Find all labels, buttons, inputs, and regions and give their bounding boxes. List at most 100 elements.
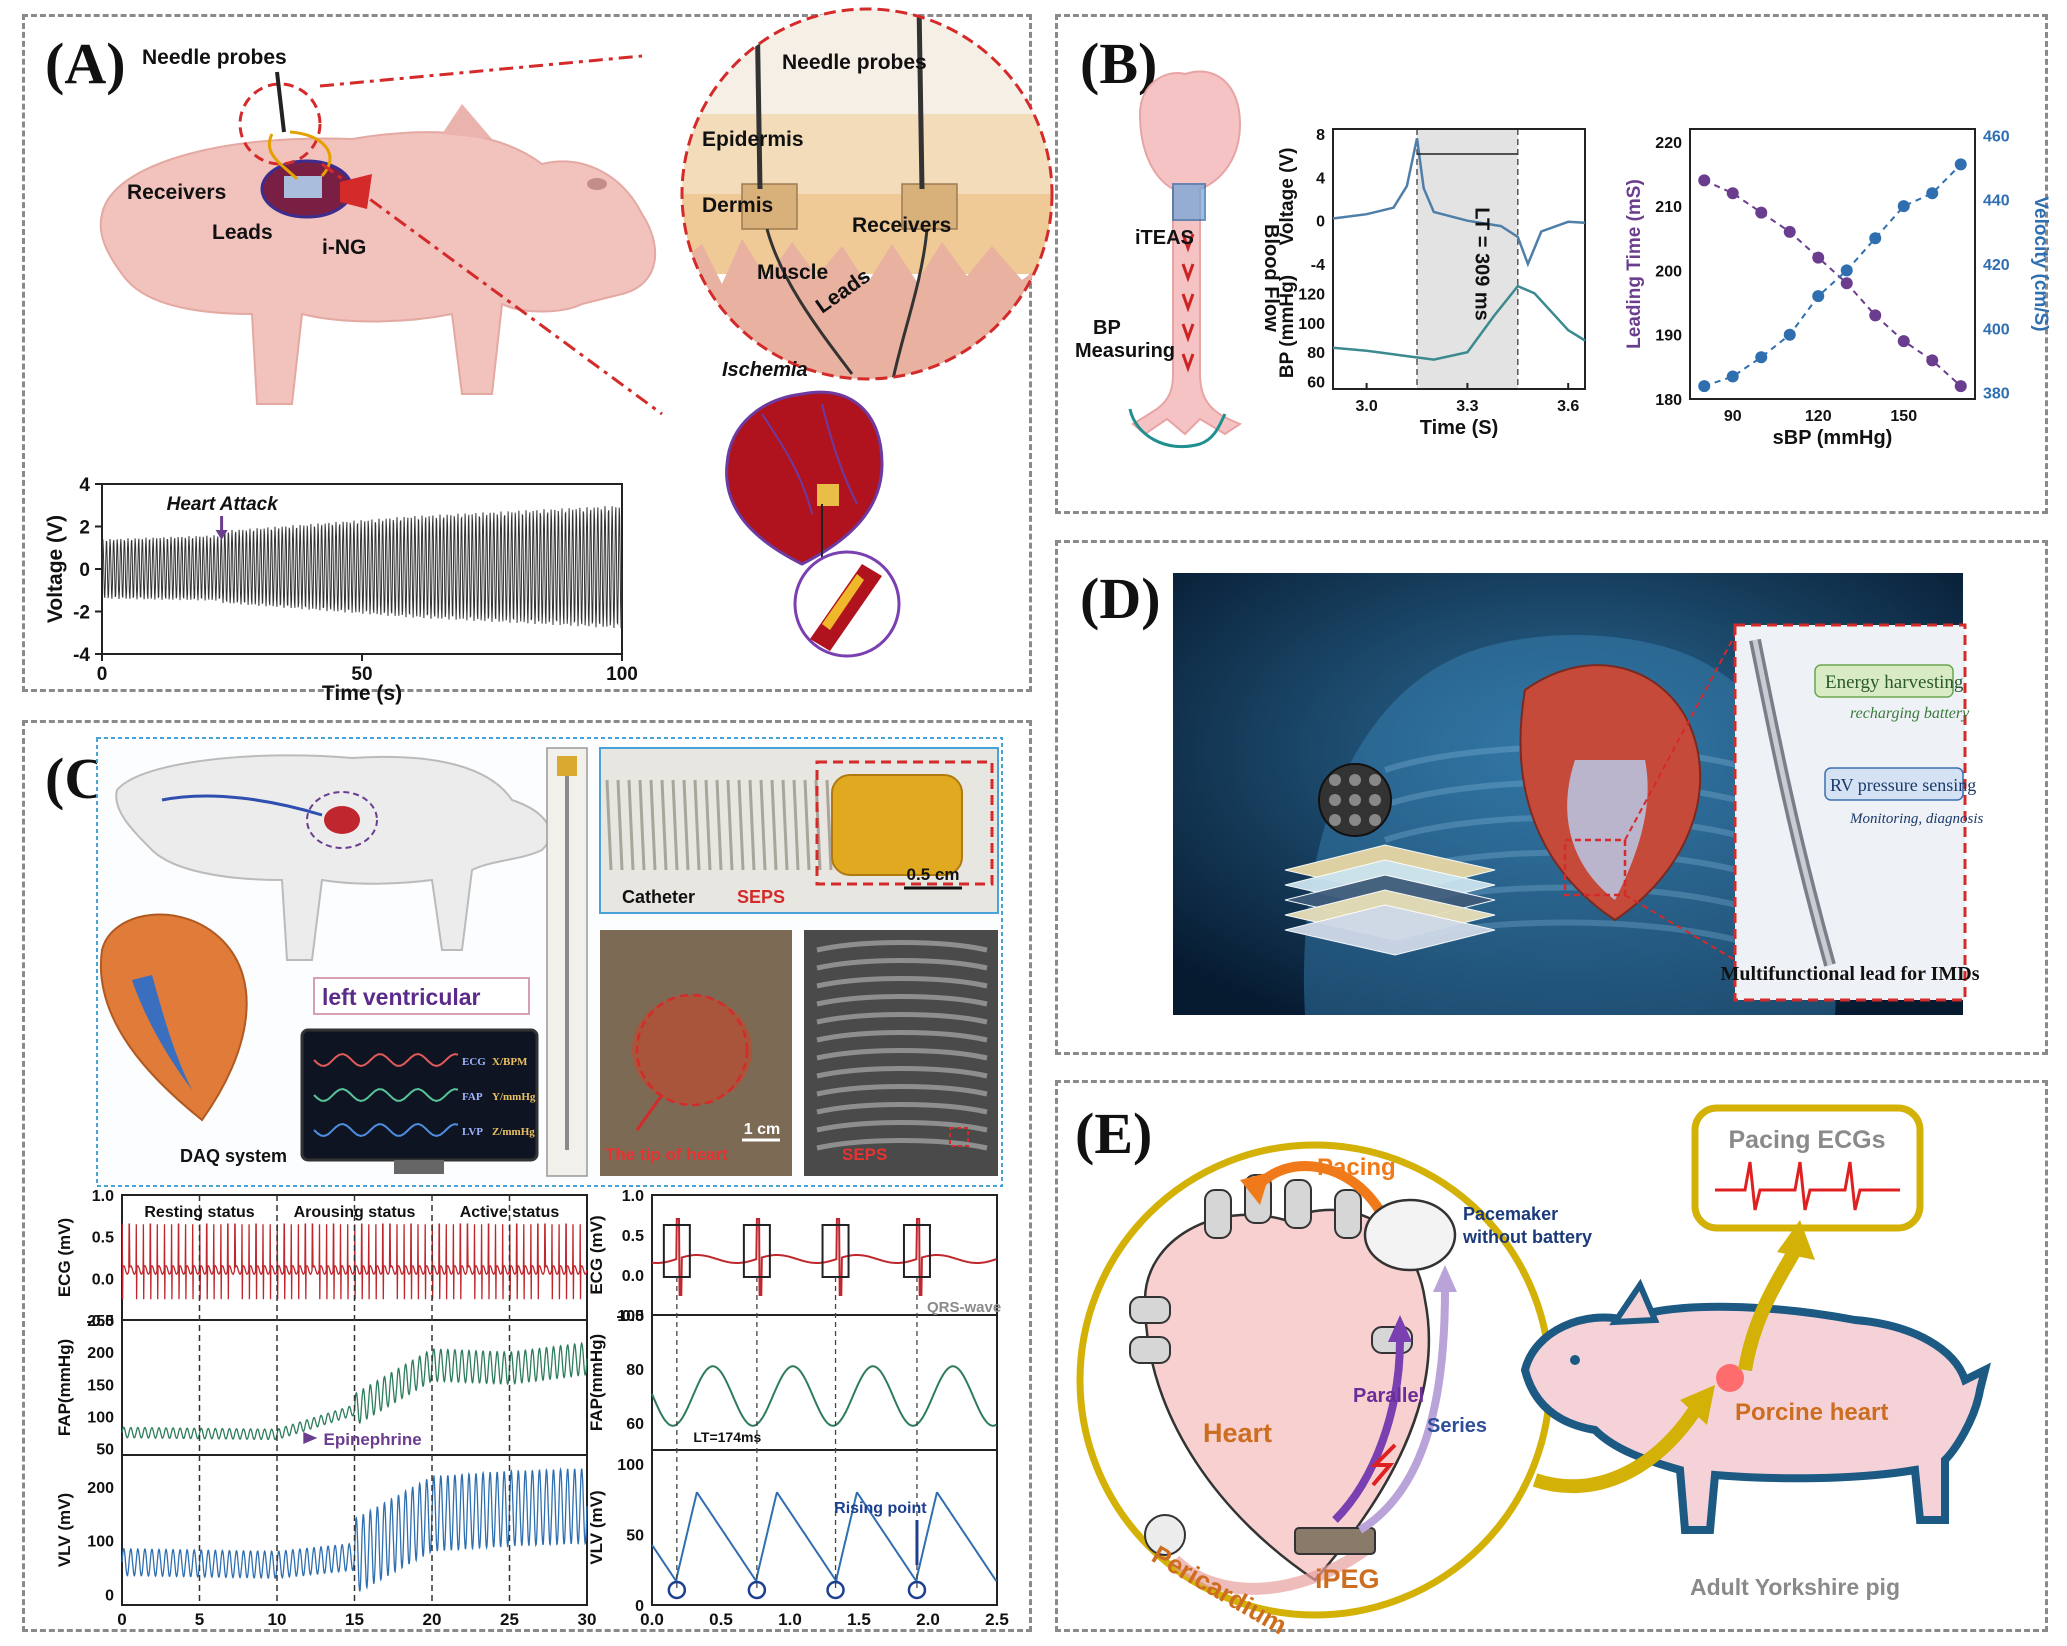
- plaque-deposit: [822, 574, 864, 630]
- epinephrine-arrow: [303, 1432, 318, 1444]
- e-series-arrowhead: [1433, 1265, 1457, 1292]
- chart-c-right-ytick-label: -0.5: [616, 1308, 644, 1325]
- chart-c-right-ytick-label: 0: [635, 1598, 644, 1615]
- status-active: Active status: [460, 1204, 560, 1221]
- e-heart-side-vessel: [1129, 1296, 1171, 1324]
- pig-ear: [442, 104, 492, 139]
- zoom-circle-border: [680, 7, 1054, 381]
- lt-ytick-label: 190: [1655, 328, 1682, 345]
- zoom-label-receivers: Receivers: [852, 214, 951, 237]
- aorta-schematic: [1131, 70, 1243, 436]
- chart-c-right-ylabel: ECG (mV): [587, 1215, 606, 1294]
- receiver-right: [901, 183, 958, 230]
- xray-rib: [816, 1048, 988, 1061]
- receiver-left: [741, 183, 798, 230]
- velocity-line: [1703, 163, 1962, 388]
- d-monitoring-label: Monitoring, diagnosis: [1849, 811, 1984, 827]
- chart-c-right-trace: [651, 1491, 998, 1585]
- velocity-point: [1755, 351, 1768, 364]
- coil-ring: [605, 779, 613, 871]
- d-pore: [1369, 774, 1381, 786]
- plaque-artery: [810, 564, 882, 651]
- leading-time-point: [1897, 335, 1910, 348]
- b-xtick-label: 3.3: [1456, 398, 1478, 415]
- left-ventricular-box: [313, 977, 530, 1015]
- chart-c-right-trace: [651, 1218, 997, 1296]
- seps-label: SEPS: [737, 887, 785, 907]
- d-energy-box: [1814, 664, 1954, 698]
- e-heart-side-vessel: [1129, 1336, 1171, 1364]
- label-bp-measuring-2: Measuring: [1075, 340, 1175, 362]
- monitor-wave: [313, 1122, 459, 1138]
- ischemia-vessels: [761, 403, 858, 515]
- xray-rib: [816, 1120, 988, 1133]
- surgery-heart: [632, 995, 752, 1105]
- i-ng-device: [284, 176, 322, 198]
- leading-time-point: [1726, 187, 1739, 200]
- chart-c-right-ytick-label: 100: [617, 1308, 644, 1325]
- flow-arrow: [1181, 233, 1195, 253]
- chart-a-ytick-label: -2: [73, 603, 90, 624]
- heart-highlight-circle: [306, 791, 378, 849]
- chart-c-left-ylabel: VLV (mV): [55, 1493, 74, 1567]
- lt-shaded-region: [1417, 129, 1518, 389]
- label-needle-probes: Needle probes: [142, 46, 287, 69]
- xray-rib: [816, 1012, 988, 1025]
- xray-rib: [816, 1102, 988, 1115]
- voltage-trace: [1332, 138, 1586, 268]
- chart-c-right-ytick-label: 60: [626, 1416, 644, 1433]
- chart-c-left-ytick-label: 0.0: [92, 1271, 114, 1288]
- scale-label-2: 1 cm: [744, 1121, 780, 1138]
- coil-ring: [627, 779, 635, 871]
- chart-c-right-xtick-label: 1.5: [847, 1610, 871, 1629]
- d-pore: [1349, 794, 1361, 806]
- epinephrine-label: Epinephrine: [324, 1430, 422, 1449]
- chart-c-right-xtick-label: 0.0: [640, 1610, 664, 1629]
- chart-c-left-xtick-label: 15: [345, 1610, 364, 1629]
- chart-a-xtick-label: 100: [606, 664, 638, 685]
- coil-ring: [704, 779, 712, 871]
- leads-inner: [765, 228, 929, 379]
- xray-seps-box: [949, 1127, 969, 1147]
- velocity-ytick-label: 440: [1983, 193, 2010, 210]
- pig-silhouette: [99, 131, 656, 405]
- qrs-label: QRS-wave: [927, 1299, 1001, 1316]
- coil-ring: [649, 779, 657, 871]
- monitor-wave: [313, 1052, 459, 1068]
- chart-c-left-xtick-label: 0: [117, 1610, 126, 1629]
- leading-time-point: [1755, 206, 1768, 219]
- e-pig-ear: [1609, 1278, 1660, 1326]
- xray-rib: [816, 1030, 988, 1043]
- lt-xlabel: sBP (mmHg): [1773, 427, 1893, 449]
- coil-ring: [693, 779, 701, 871]
- e-parallel-arrow: [1332, 1339, 1404, 1523]
- leading-time-point: [1812, 251, 1825, 264]
- e-heart-label: Heart: [1203, 1418, 1272, 1448]
- zoom-label-muscle: Muscle: [757, 261, 828, 284]
- leading-time-point: [1954, 380, 1967, 393]
- pig-heart: [324, 806, 360, 834]
- leads-wire: [267, 130, 332, 181]
- needle-left: [754, 9, 763, 190]
- rising-point-label: Rising point: [834, 1500, 927, 1517]
- pig-eye: [587, 178, 607, 190]
- d-zoom-line-top: [1624, 634, 1736, 841]
- leading-time-point: [1698, 174, 1711, 187]
- chart-c-right-xtick-label: 0.5: [709, 1610, 733, 1629]
- chart-a-ytick-label: 0: [79, 560, 90, 581]
- xray-rib: [816, 940, 988, 953]
- d-pore: [1369, 794, 1381, 806]
- chart-c-left-xtick-label: 10: [268, 1610, 287, 1629]
- bp-ylabel: BP (mmHg): [1277, 275, 1298, 378]
- lt-xtick-label: 150: [1890, 408, 1917, 425]
- daq-label: DAQ system: [180, 1146, 287, 1166]
- lt-xtick-label: 120: [1805, 408, 1832, 425]
- status-resting: Resting status: [144, 1204, 254, 1221]
- lt-label: LT=174ms: [693, 1429, 761, 1445]
